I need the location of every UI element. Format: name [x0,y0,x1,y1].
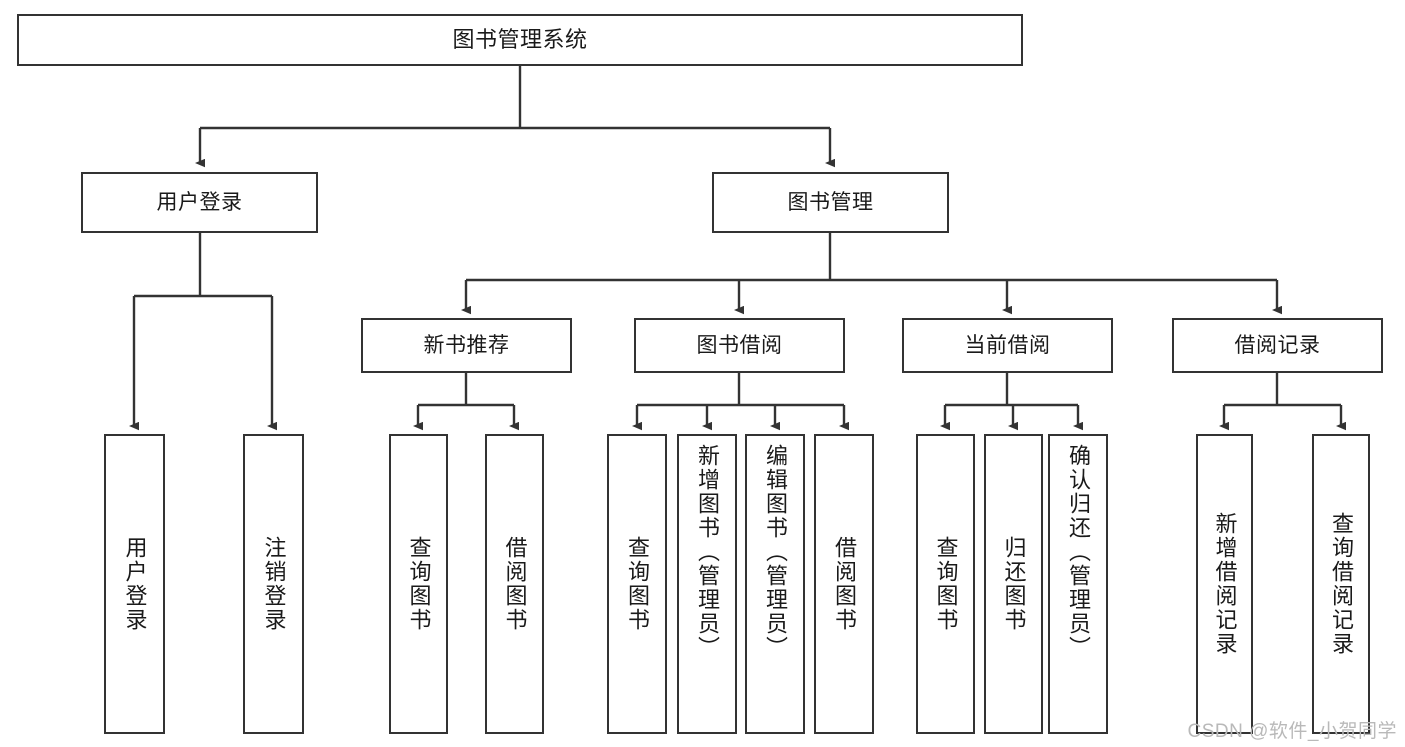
leaf-cb-query-book-label: 查询图书 [933,536,959,632]
node-new-book-recommend[interactable]: 新书推荐 [361,318,572,373]
leaf-user-login[interactable]: 用户登录 [104,434,165,734]
node-current-borrow[interactable]: 当前借阅 [902,318,1113,373]
node-user-login[interactable]: 用户登录 [81,172,318,233]
node-user-login-label: 用户登录 [156,190,243,214]
leaf-bb-edit-book-admin[interactable]: 编辑图书（管理员） [745,434,805,734]
leaf-cb-query-book[interactable]: 查询图书 [916,434,975,734]
leaf-cb-confirm-return-admin-label: 确认归还（管理员） [1066,444,1091,660]
leaf-nb-borrow-book[interactable]: 借阅图书 [485,434,544,734]
leaf-br-query-record[interactable]: 查询借阅记录 [1312,434,1370,734]
leaf-bb-add-book-admin[interactable]: 新增图书（管理员） [677,434,737,734]
leaf-nb-query-book-label: 查询图书 [406,536,432,632]
leaf-br-query-record-label: 查询借阅记录 [1329,512,1354,656]
node-borrow-record[interactable]: 借阅记录 [1172,318,1383,373]
leaf-nb-query-book[interactable]: 查询图书 [389,434,448,734]
leaf-bb-borrow-book[interactable]: 借阅图书 [814,434,874,734]
node-current-borrow-label: 当前借阅 [964,333,1051,357]
leaf-nb-borrow-book-label: 借阅图书 [502,536,528,632]
leaf-user-login-label: 用户登录 [122,536,148,632]
leaf-bb-query-book[interactable]: 查询图书 [607,434,667,734]
leaf-logout-label: 注销登录 [261,536,287,632]
node-new-book-recommend-label: 新书推荐 [423,333,510,357]
leaf-cb-confirm-return-admin[interactable]: 确认归还（管理员） [1048,434,1108,734]
leaf-cb-return-book[interactable]: 归还图书 [984,434,1043,734]
csdn-watermark: CSDN @软件_小贺同学 [1187,721,1397,742]
node-borrow-record-label: 借阅记录 [1234,333,1321,357]
node-book-management[interactable]: 图书管理 [712,172,949,233]
node-root-label: 图书管理系统 [452,26,588,52]
node-book-management-label: 图书管理 [787,190,874,214]
leaf-bb-query-book-label: 查询图书 [625,536,650,632]
node-book-borrow[interactable]: 图书借阅 [634,318,845,373]
leaf-br-add-record-label: 新增借阅记录 [1212,512,1238,656]
leaf-cb-return-book-label: 归还图书 [1001,536,1027,632]
leaf-br-add-record[interactable]: 新增借阅记录 [1196,434,1253,734]
leaf-bb-add-book-admin-label: 新增图书（管理员） [695,444,720,660]
leaf-bb-edit-book-admin-label: 编辑图书（管理员） [763,444,788,660]
node-book-borrow-label: 图书借阅 [696,333,783,357]
leaf-logout[interactable]: 注销登录 [243,434,304,734]
node-root-book-management-system[interactable]: 图书管理系统 [17,14,1023,66]
leaf-bb-borrow-book-label: 借阅图书 [832,536,857,632]
